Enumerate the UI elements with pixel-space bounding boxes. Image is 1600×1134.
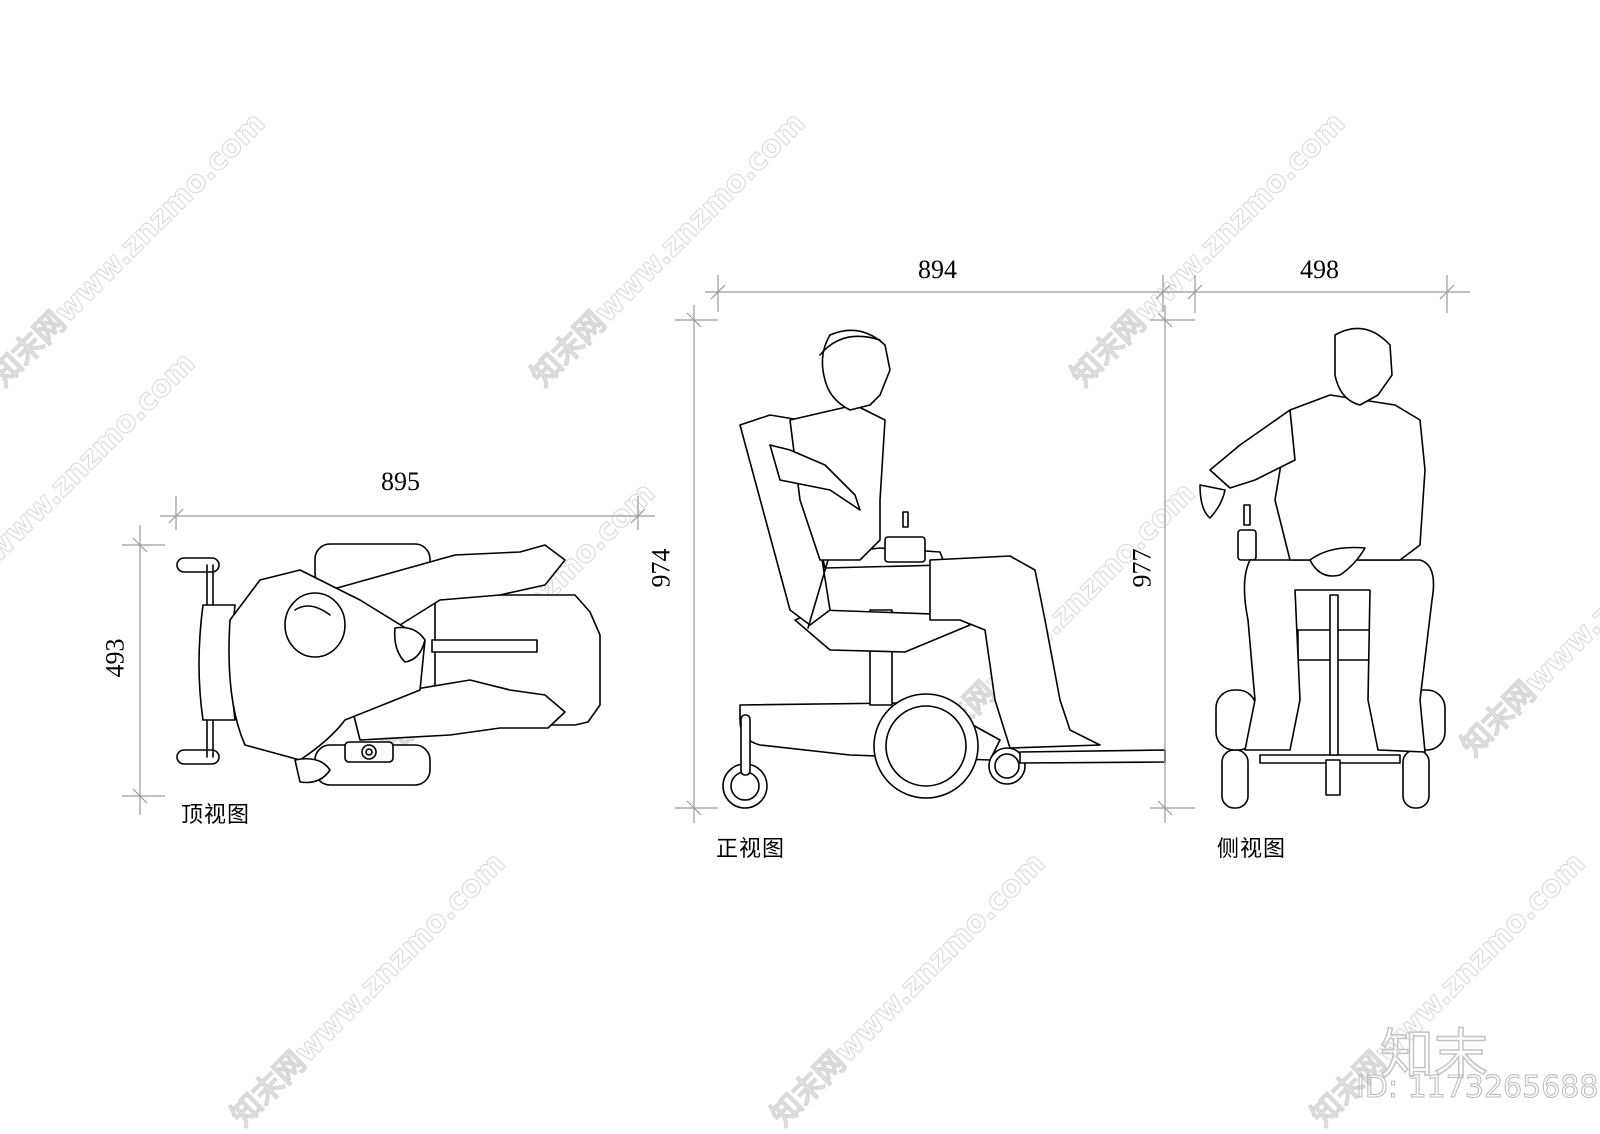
top-view-label: 顶视图 <box>181 803 251 828</box>
side-view-wheelchair <box>1199 327 1446 809</box>
front-view-dimensions <box>675 275 1180 823</box>
top-view-height-dim: 493 <box>100 638 130 678</box>
top-view-wheelchair <box>176 543 601 786</box>
brand-id-watermark: ID: 1173265688 <box>1355 1070 1599 1106</box>
brand-watermark: 知末 <box>1379 1022 1489 1087</box>
front-view-wheelchair <box>722 329 1166 809</box>
top-view-dimensions <box>122 496 655 815</box>
front-view-height-dim: 974 <box>646 548 676 588</box>
side-view-label: 侧视图 <box>1217 837 1287 862</box>
front-view-width-dim: 894 <box>918 255 957 284</box>
front-view-label: 正视图 <box>716 837 786 862</box>
side-view-width-dim: 498 <box>1300 255 1339 284</box>
side-view-dimensions <box>1150 275 1470 823</box>
side-view-height-dim: 977 <box>1127 548 1157 588</box>
top-view-width-dim: 895 <box>381 467 420 496</box>
